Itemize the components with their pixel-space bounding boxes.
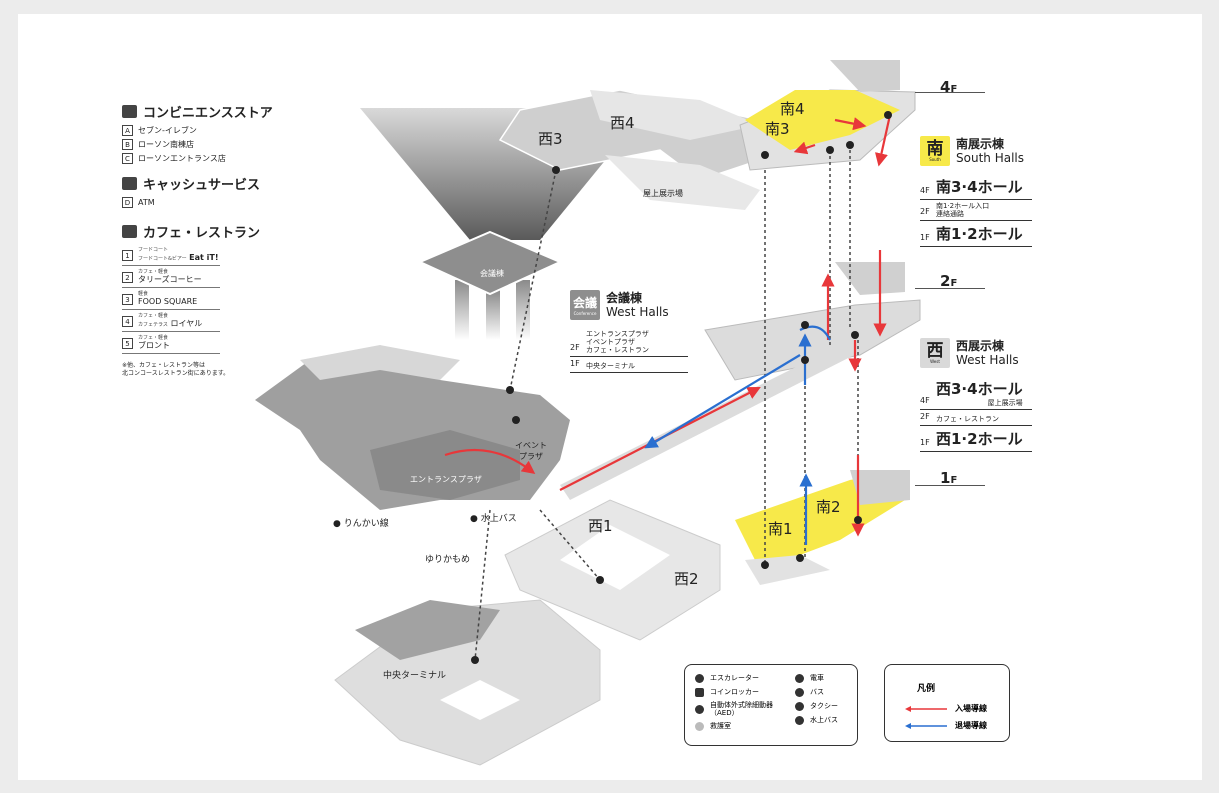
- legend-item: 電車: [795, 673, 855, 683]
- store-icon: [122, 105, 137, 118]
- label-suijou: ● 水上バス: [470, 514, 517, 524]
- icon-legend: エスカレーター コインロッカー 自動体外式除細動器 （AED） 救護室 電車 バ…: [684, 664, 858, 746]
- entrance-plaza: [370, 430, 520, 500]
- label-yurikamome: ゆりかもめ: [425, 555, 471, 565]
- west-2f-north: [300, 345, 460, 380]
- label-minami1: 南1: [768, 520, 793, 538]
- route-legend: 凡例 入場導線 退場導線: [884, 664, 1010, 742]
- label-chuo: 中央ターミナル: [383, 671, 447, 681]
- atm-icon: [122, 177, 137, 190]
- convenience-header: コンビニエンスストア: [122, 102, 302, 121]
- floor-label-1f: 1F: [940, 469, 958, 487]
- legend-item: 水上バス: [795, 715, 855, 725]
- water-bus-icon: [795, 715, 804, 725]
- south-34-hall: [745, 90, 900, 150]
- floor-line: [915, 485, 985, 486]
- label-nishi1: 西1: [588, 517, 613, 535]
- tower-pillar: [516, 280, 530, 340]
- sidebar-note: ※他、カフェ・レストラン等は 北コンコースレストラン街にあります。: [122, 362, 230, 377]
- tower-pillar: [455, 280, 469, 340]
- label-entrance-plaza: エントランスプラザ: [410, 475, 482, 484]
- route-legend-title: 凡例: [917, 684, 936, 694]
- west-12-courtyard: [560, 525, 670, 590]
- aed-icon: [695, 704, 704, 714]
- cafe-header: カフェ・レストラン: [122, 222, 302, 241]
- entry-route-arrow: [905, 705, 947, 712]
- label-minami2: 南2: [816, 498, 841, 516]
- label-nishi2: 西2: [674, 570, 699, 588]
- legend-item: 自動体外式除細動器 （AED）: [695, 701, 785, 717]
- exit-route-arrow: [905, 722, 947, 729]
- first-aid-icon: [695, 721, 704, 731]
- label-nishi4: 西4: [610, 114, 635, 132]
- terminal-court: [440, 680, 520, 720]
- south-1f-entrance: [745, 555, 830, 585]
- label-okujou: 屋上展示場: [643, 189, 683, 198]
- kaigitou-floor: [417, 230, 563, 296]
- legend-item: 救護室: [695, 721, 785, 731]
- label-minami4: 南4: [780, 100, 805, 118]
- south-2f-corridor: [704, 299, 921, 381]
- south-1f-annex: [850, 470, 910, 505]
- label-minami3: 南3: [765, 120, 790, 138]
- label-nishi3: 西3: [538, 130, 563, 148]
- exit-route-item: 退場導線: [905, 720, 987, 731]
- rooftop-exhibit: [605, 155, 760, 210]
- floor-label-2f: 2F: [940, 272, 958, 290]
- escalator-icon: [695, 673, 704, 683]
- train-icon: [795, 673, 804, 683]
- floor-line: [915, 92, 985, 93]
- label-kaigitou: 会議棟: [480, 269, 504, 278]
- legend-item: バス: [795, 687, 855, 697]
- cash-header: キャッシュサービス: [122, 174, 302, 193]
- bus-icon: [795, 687, 804, 697]
- floor-label-4f: 4F: [940, 78, 958, 96]
- west-4-roof: [590, 90, 760, 140]
- cafe-icon: [122, 225, 137, 238]
- legend-item: タクシー: [795, 701, 855, 711]
- escalator-markers: [471, 111, 892, 664]
- locker-icon: [695, 687, 704, 697]
- floor-line: [915, 288, 985, 289]
- south-4f-annex: [830, 60, 900, 92]
- label-event-plaza: イベント プラザ: [515, 441, 547, 461]
- connecting-walkway: [560, 340, 860, 500]
- legend-item: コインロッカー: [695, 687, 785, 697]
- legend-item: エスカレーター: [695, 673, 785, 683]
- terminal-north: [355, 600, 500, 660]
- taxi-icon: [795, 701, 804, 711]
- label-rinkai: ● りんかい線: [333, 519, 389, 529]
- entry-route-item: 入場導線: [905, 703, 987, 714]
- tower-pillar: [486, 290, 500, 340]
- south-2f-annex: [835, 262, 905, 295]
